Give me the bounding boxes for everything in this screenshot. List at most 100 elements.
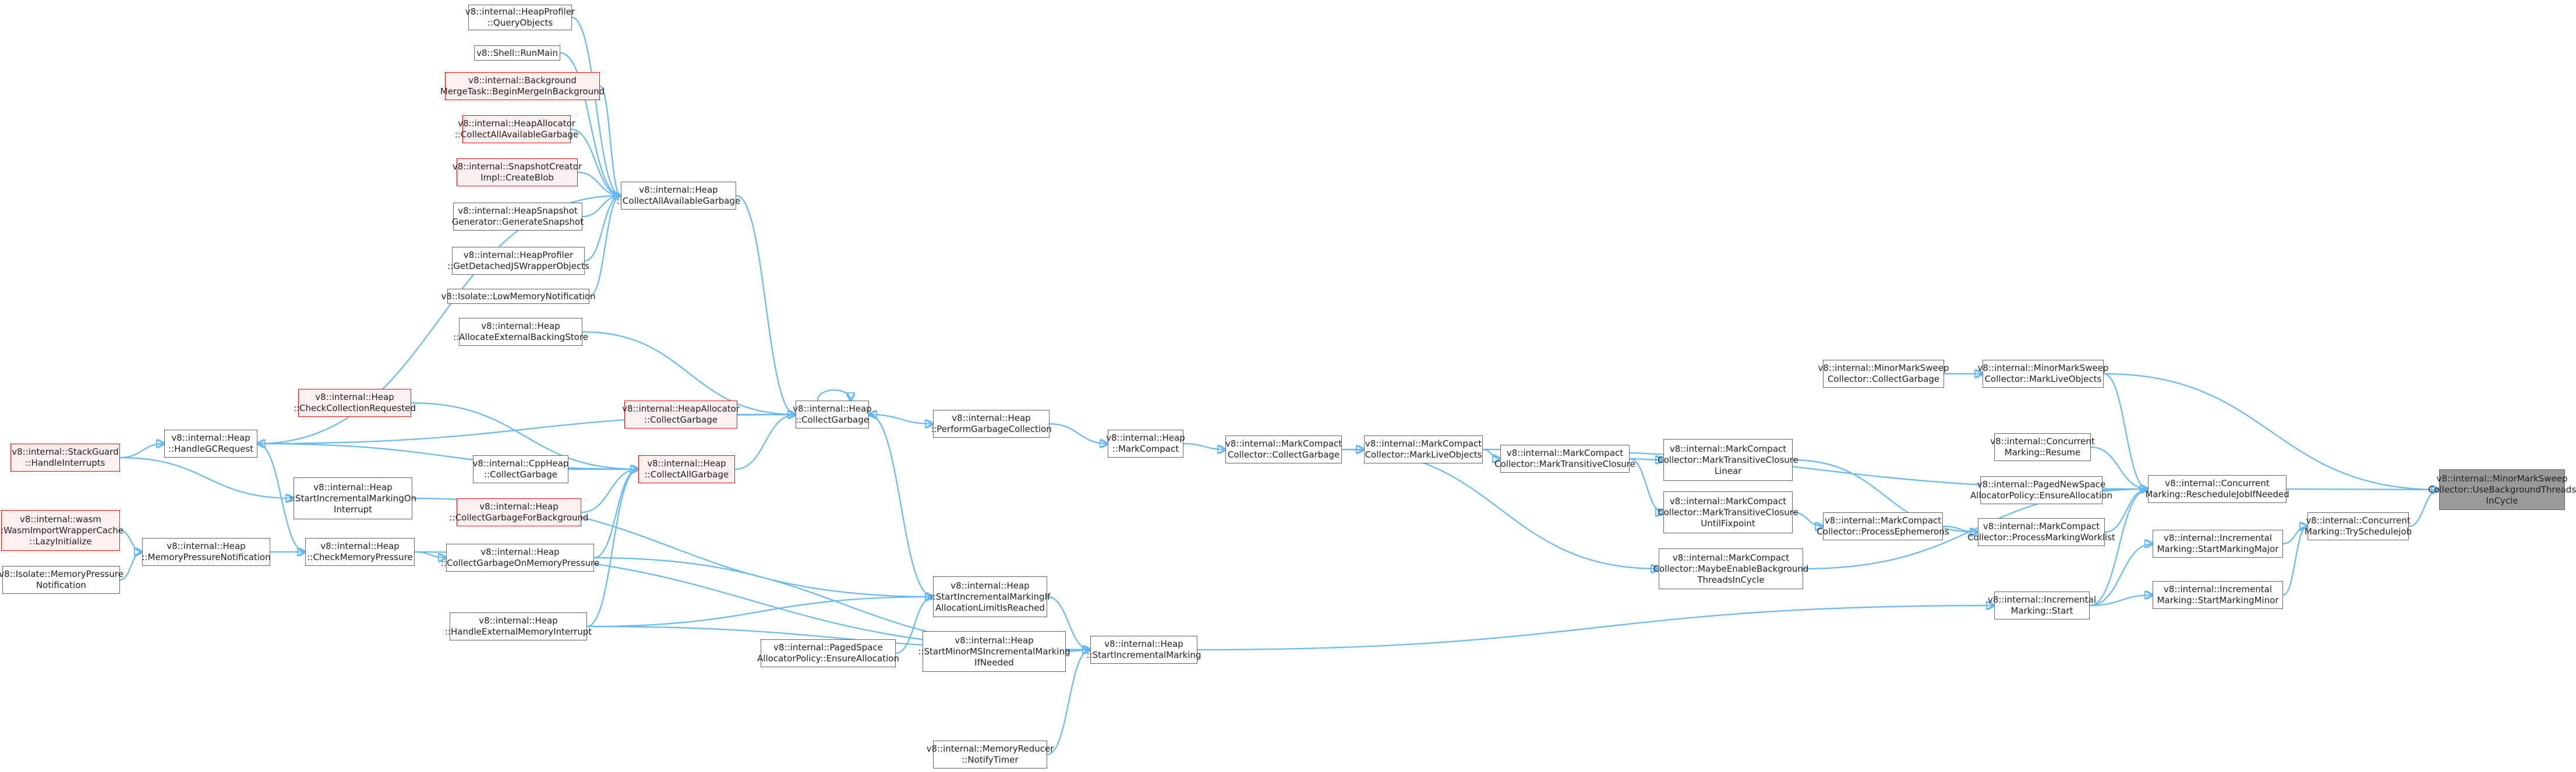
function-node[interactable]: v8::internal::Heap::HandleExternalMemory…: [445, 612, 592, 640]
function-node-label-line: Marking::RescheduleJobIfNeeded: [2145, 489, 2289, 500]
function-node[interactable]: v8::internal::HeapAllocator::CollectGarb…: [622, 401, 740, 429]
function-node-label-line: v8::internal::Heap: [481, 321, 560, 331]
function-node-label-line: v8::internal::Heap: [313, 481, 393, 493]
function-node[interactable]: v8::internal::Heap::StartIncrementalMark…: [289, 477, 416, 519]
function-node-label-line: v8::Shell::RunMain: [476, 47, 558, 58]
function-node-label-line: v8::Isolate::LowMemoryNotification: [441, 291, 596, 302]
function-node[interactable]: v8::internal::HeapProfiler::QueryObjects: [465, 5, 575, 30]
call-edge: [1049, 423, 1108, 444]
function-node[interactable]: v8::internal::StackGuard::HandleInterrup…: [10, 444, 120, 472]
call-edge: [736, 194, 796, 415]
function-node[interactable]: v8::internal::Heap::CollectGarbage: [793, 401, 872, 429]
function-node-label-line: ThreadsInCycle: [1697, 574, 1765, 585]
function-node-label-line: v8::internal::Heap: [639, 185, 718, 195]
function-node[interactable]: v8::internal::Heap::CollectAllGarbage: [638, 455, 735, 483]
function-node[interactable]: v8::internal::Heap::StartMinorMSIncremen…: [918, 631, 1070, 672]
function-node-label-line: Generator::GenerateSnapshot: [451, 217, 584, 227]
function-node-label-line: v8::internal::PagedNewSpace: [1977, 479, 2106, 490]
call-edge: [895, 597, 933, 654]
function-node[interactable]: v8::internal::Heap::MarkCompact: [1106, 430, 1185, 458]
function-node-label-line: v8::internal::MarkCompact: [1506, 448, 1624, 458]
function-node-label-line: ::WasmImportWrapperCache: [0, 525, 123, 536]
function-node[interactable]: v8::internal::Heap::StartIncrementalMark…: [1087, 636, 1201, 664]
function-node-label-line: v8::internal::MarkCompact: [1669, 495, 1787, 507]
function-node[interactable]: v8::internal::Heap::CheckMemoryPressure: [305, 538, 415, 566]
function-node[interactable]: v8::internal::Heap::StartIncrementalMark…: [930, 576, 1050, 617]
function-node[interactable]: v8::internal::Heap::MemoryPressureNotifi…: [142, 538, 271, 566]
function-node-label-line: Collector::MarkTransitiveClosure: [1658, 454, 1798, 465]
function-node-label-line: ::HandleInterrupts: [25, 458, 105, 468]
function-node[interactable]: v8::internal::wasm::WasmImportWrapperCac…: [0, 510, 123, 551]
function-node-label-line: v8::internal::Heap: [955, 635, 1034, 646]
function-node-label-line: v8::internal::Heap: [479, 615, 558, 626]
function-node-label-line: ::GetDetachedJSWrapperObjects: [447, 261, 589, 271]
function-node[interactable]: v8::internal::HeapProfiler::GetDetachedJ…: [447, 247, 589, 275]
function-node-label-line: Marking::Resume: [2004, 447, 2081, 458]
function-node-label-line: ::LazyInitialize: [29, 536, 92, 547]
call-edge: [1482, 448, 1500, 459]
function-node[interactable]: v8::Isolate::LowMemoryNotification: [441, 289, 596, 304]
function-node[interactable]: v8::internal::CppHeap::CollectGarbage: [473, 455, 568, 483]
call-edge: [571, 16, 621, 196]
function-node-label-line: Collector::MarkTransitiveClosure: [1658, 507, 1798, 518]
function-node-label-line: ::CollectGarbage: [484, 469, 557, 480]
function-node-label-line: v8::internal::Incremental: [2163, 533, 2273, 543]
call-edge: [1629, 459, 1663, 460]
function-node[interactable]: v8::internal::Heap::CollectGarbageOnMemo…: [441, 544, 599, 572]
function-node-label-line: v8::internal::Incremental: [2163, 584, 2273, 594]
function-node[interactable]: v8::internal::Heap::CheckCollectionReque…: [294, 389, 416, 417]
call-edge: [1197, 605, 1994, 651]
function-node-label-line: ::QueryObjects: [487, 17, 553, 28]
call-edge: [1629, 458, 1663, 512]
function-node-label-line: ::CollectGarbage: [796, 415, 869, 425]
function-node-label-line: v8::internal::MinorMarkSweep: [1977, 363, 2109, 373]
function-node-label-line: v8::internal::MarkCompact: [1365, 438, 1482, 449]
function-node-label-line: ::HandleExternalMemoryInterrupt: [444, 626, 592, 637]
function-node-label-line: v8::internal::Heap: [647, 458, 726, 469]
function-node-label-line: v8::internal::Heap: [1106, 433, 1185, 443]
function-node[interactable]: v8::internal::Heap::CollectAllAvailableG…: [617, 182, 740, 210]
function-node-label-line: v8::internal::MarkCompact: [1672, 552, 1790, 563]
function-node-label-line: v8::internal::MarkCompact: [1983, 521, 2100, 532]
function-node-label-line: Notification: [36, 580, 87, 590]
call-edge: [257, 444, 306, 553]
call-edge: [1792, 511, 1823, 526]
function-node-label-line: ::StartIncrementalMarking: [1086, 650, 1202, 660]
function-node-label-line: v8::internal::wasm: [19, 514, 102, 525]
function-node[interactable]: v8::internal::Heap::HandleGCRequest: [164, 430, 257, 458]
function-node-label-line: v8::internal::Concurrent: [2306, 515, 2411, 526]
function-node-label-line: Collector::UseBackgroundThreads: [2427, 484, 2576, 495]
call-edge: [868, 413, 933, 424]
function-node[interactable]: v8::internal::Heap::CollectGarbageForBac…: [450, 498, 588, 526]
function-node[interactable]: v8::internal::MemoryReducer::NotifyTimer: [927, 741, 1054, 769]
function-node[interactable]: v8::internal::Heap::AllocateExternalBack…: [453, 318, 588, 346]
function-node[interactable]: v8::internal::Heap::PerformGarbageCollec…: [931, 410, 1052, 438]
function-node[interactable]: v8::internal::HeapAllocator::CollectAllA…: [455, 115, 578, 143]
function-node-label-line: v8::internal::Heap: [479, 501, 559, 512]
call-edge: [414, 551, 446, 558]
function-node[interactable]: v8::Shell::RunMain: [474, 45, 560, 61]
